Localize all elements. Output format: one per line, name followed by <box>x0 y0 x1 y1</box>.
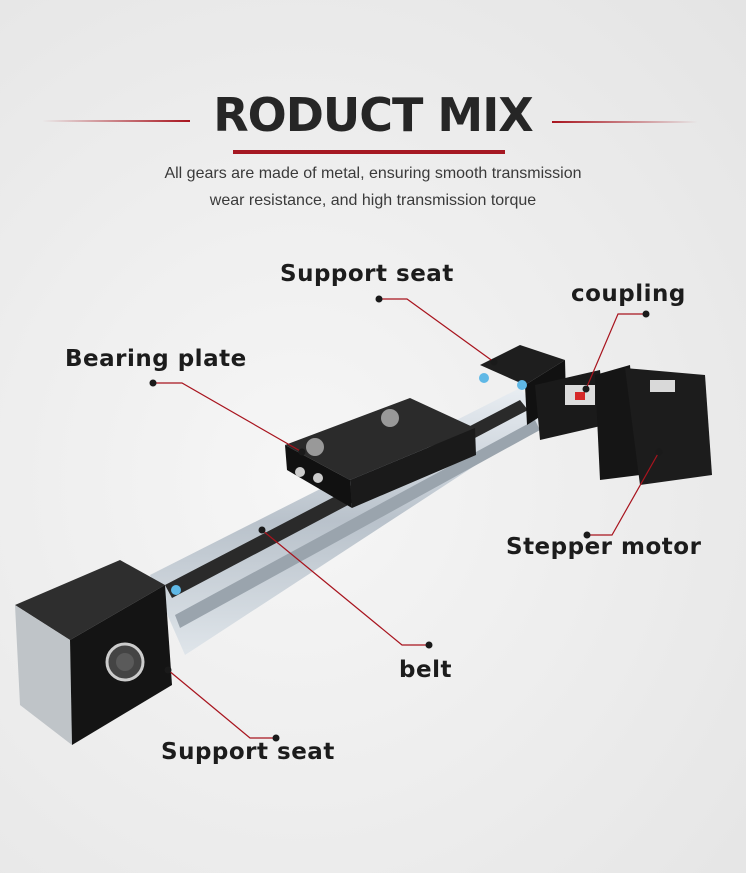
title-underline <box>233 150 505 154</box>
bearing-plate-carriage <box>285 398 476 508</box>
subtitle-line-2: wear resistance, and high transmission t… <box>209 192 537 209</box>
callout-support-seat-top: Support seat <box>280 261 454 287</box>
stepper-motor-dot <box>583 531 591 539</box>
page-title: RODUCT MIX <box>213 88 534 142</box>
coupling-dot <box>642 310 650 318</box>
callout-coupling: coupling <box>571 281 686 307</box>
title-rule-right <box>552 121 698 123</box>
support-seat-top-dot <box>375 295 383 303</box>
subtitle-line-1: All gears are made of metal, ensuring sm… <box>164 165 582 182</box>
callout-belt: belt <box>399 657 452 683</box>
bearing-plate-dot <box>149 379 157 387</box>
callout-support-seat-bottom: Support seat <box>161 739 335 765</box>
callout-bearing-plate: Bearing plate <box>65 346 247 372</box>
support-seat-near-block <box>15 560 181 745</box>
title-rule-left <box>42 120 190 122</box>
support-seat-bottom-dot <box>272 734 280 742</box>
belt-dot <box>425 641 433 649</box>
callout-stepper-motor: Stepper motor <box>506 534 702 560</box>
